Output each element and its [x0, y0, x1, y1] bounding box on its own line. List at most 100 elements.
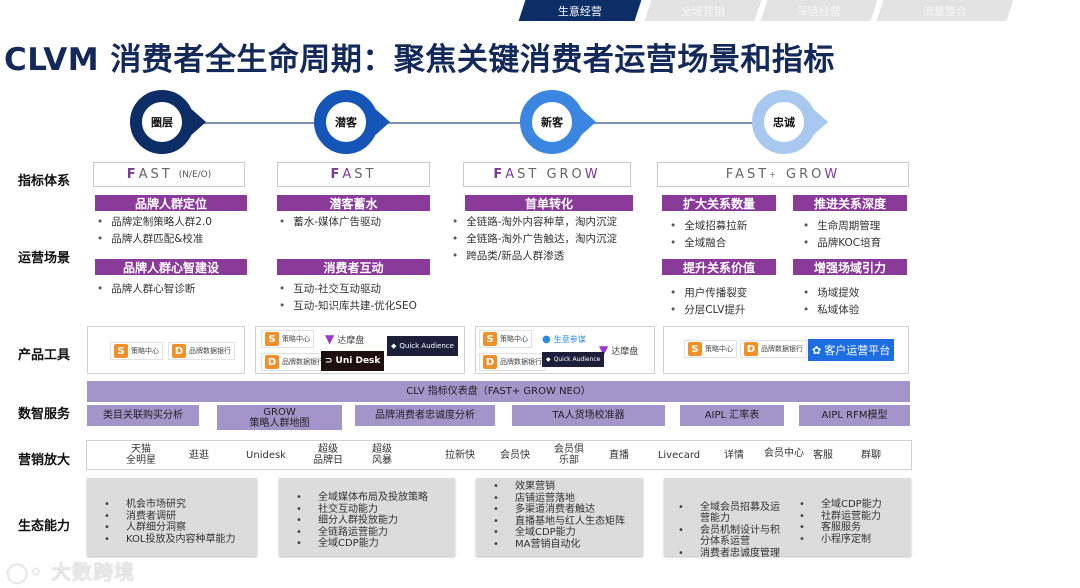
data-bank-icon: D	[172, 344, 186, 358]
stage-circle-loyal: 忠诚	[752, 90, 842, 154]
data-bank-icon: D	[483, 355, 497, 369]
marketing-item: 会员中心	[764, 448, 804, 459]
marketing-item: 会员快	[500, 450, 530, 461]
quick-audience-icon: ◆	[391, 342, 397, 350]
dharma-pan-icon: ▼	[325, 332, 335, 346]
scenario-header: 扩大关系数量	[662, 195, 776, 211]
scenario-header: 消费者互动	[277, 259, 430, 275]
marketing-item: 逛逛	[189, 450, 209, 461]
data-bank-icon: D	[744, 342, 758, 356]
scenario-header: 推进关系深度	[793, 195, 907, 211]
nav-tab-omni-marketing[interactable]: 全域营销	[644, 0, 762, 21]
timeline-connector	[380, 122, 525, 124]
timeline-connector	[200, 122, 320, 124]
logo-quick-audience[interactable]: ◆Quick Audience	[387, 336, 458, 356]
scenario-list: 用户传播裂变 分层CLV提升	[670, 285, 747, 319]
scenario-header: 品牌人群心智建设	[95, 259, 247, 275]
nav-tab-deep-link[interactable]: 深链经营	[760, 0, 878, 21]
dharma-pan-icon: ▼	[599, 343, 609, 357]
scenario-header: 品牌人群定位	[95, 195, 247, 211]
scenario-header: 提升关系价值	[662, 259, 776, 275]
ecosystem-list: 机会市场研究消费者调研人群细分洞察KOL投放及内容种草能力	[104, 499, 235, 545]
strategy-center-icon: S	[114, 344, 128, 358]
marketing-box	[86, 440, 912, 470]
logo-shengyi-canmou[interactable]: ●生意参谋	[539, 330, 589, 348]
nav-tab-traffic[interactable]: 流量整合	[876, 0, 1014, 21]
marketing-item: 详情	[724, 450, 744, 461]
data-bank-icon: D	[265, 355, 279, 369]
ecosystem-list: 全域CDP能力社群运营能力客服服务小程序定制	[799, 499, 882, 545]
page-title: CLVM 消费者全生命周期：聚焦关键消费者运营场景和指标	[4, 42, 835, 78]
scenario-list: 品牌人群心智诊断	[97, 281, 195, 298]
scenario-list: 互动-社交互动驱动 互动-知识库共建-优化SEO	[279, 281, 417, 315]
ecosystem-list: 全域媒体布局及投放策略社交互动能力细分人群投放能力全链路运营能力全域CDP能力	[296, 492, 428, 550]
logo-dharma-pan[interactable]: ▼达摩盘	[596, 341, 642, 359]
row-label-ecosystem: 生态能力	[18, 519, 71, 534]
data-service-item: AIPL 汇率表	[680, 405, 784, 426]
quick-audience-icon: ◆	[546, 356, 551, 363]
uni-desk-icon: ⊃	[325, 356, 333, 366]
scenario-list: 全域招募拉新 全域融合	[670, 218, 747, 252]
scenario-list: 品牌定制策略人群2.0 品牌人群匹配&校准	[97, 214, 212, 248]
marketing-item: Livecard	[657, 450, 701, 461]
marketing-item: Unidesk	[246, 450, 286, 461]
watermark-icon: ◯◦	[6, 560, 52, 584]
scenario-list: 场域提效 私域体验	[803, 285, 859, 319]
marketing-item: 直播	[609, 450, 629, 461]
stage-circle-layer: 圈层	[130, 90, 220, 154]
strategy-center-icon: S	[688, 342, 702, 356]
data-service-item: 品牌消费者忠诚度分析	[355, 405, 495, 426]
ecosystem-list: 全域会员招募及运 营能力会员机制设计与积 分体系运营消费者忠诚度管理	[678, 490, 780, 571]
scenario-header: 首单转化	[465, 195, 633, 211]
marketing-item: 超级品牌日	[313, 444, 343, 466]
data-service-item: AIPL RFM模型	[799, 405, 910, 426]
strategy-center-icon: S	[265, 332, 279, 346]
shengyi-canmou-icon: ●	[542, 333, 551, 345]
logo-customer-platform[interactable]: ✿客户运营平台	[808, 339, 895, 361]
logo-uni-desk[interactable]: ⊃Uni Desk	[321, 351, 385, 371]
scenario-header: 增强场域引力	[793, 259, 907, 275]
scenario-list: 蓄水-媒体广告驱动	[279, 214, 381, 231]
row-label-scenarios: 运营场景	[18, 251, 71, 266]
marketing-item: 客服	[813, 450, 833, 461]
data-service-item: TA人货场校准器	[512, 405, 665, 426]
ecosystem-list: 效果营销店铺运营落地多渠道消费者触达直播基地与红人生态矩阵全域CDP能力MA营销…	[493, 481, 625, 550]
marketing-item: 超级风暴	[372, 444, 392, 466]
marketing-item: 天猫全明星	[126, 444, 156, 466]
data-service-item: 类目关联购买分析	[87, 405, 199, 426]
row-label-marketing: 营销放大	[18, 453, 71, 468]
scenario-header: 潜客蓄水	[277, 195, 430, 211]
stage-circle-prospect: 潜客	[314, 90, 404, 154]
logo-quick-audience[interactable]: ◆Quick Audience	[542, 352, 605, 367]
logo-dharma-pan[interactable]: ▼达摩盘	[322, 330, 368, 348]
scenario-list: 全链路-淘外内容种草，淘内沉淀 全链路-淘外广告触达，淘内沉淀 跨品类/新品人群…	[452, 214, 617, 265]
customer-platform-icon: ✿	[812, 343, 822, 357]
row-label-data-services: 数智服务	[18, 407, 71, 422]
clv-dashboard-bar: CLV 指标仪表盘（FAST+ GROW NEO）	[87, 381, 910, 402]
timeline-connector	[590, 122, 755, 124]
marketing-item: 拉新快	[445, 450, 475, 461]
marketing-item: 会员俱乐部	[554, 444, 584, 466]
nav-tab-business[interactable]: 生意经营	[518, 0, 642, 21]
strategy-center-icon: S	[483, 332, 497, 346]
scenario-list: 生命周期管理 品牌KOC培育	[803, 218, 881, 252]
marketing-item: 群聊	[861, 450, 881, 461]
stage-circle-new-customer: 新客	[520, 90, 610, 154]
